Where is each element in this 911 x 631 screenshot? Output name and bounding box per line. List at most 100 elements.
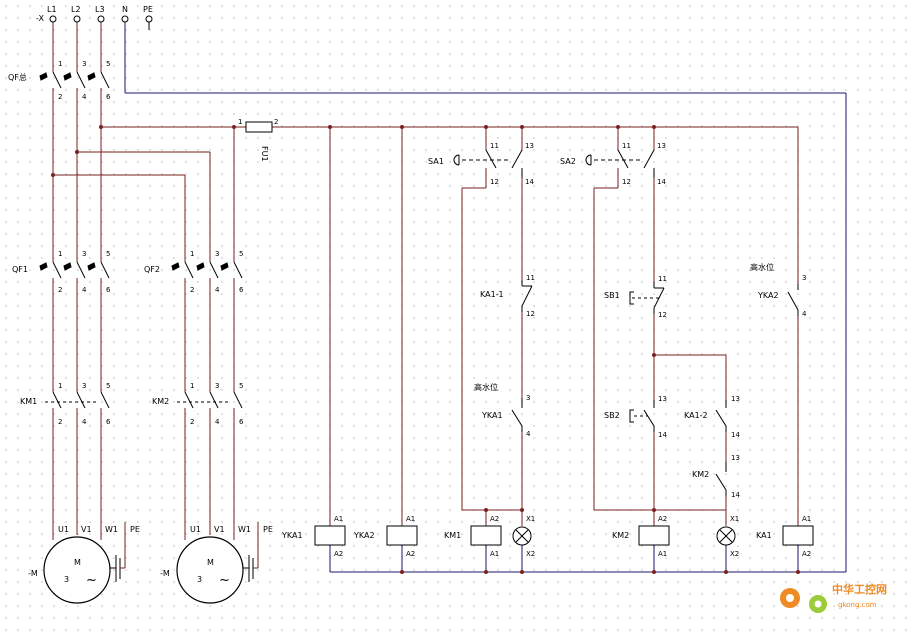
km1-pin-1: 1 <box>58 382 62 390</box>
qf2-pin-2: 2 <box>190 286 194 294</box>
qf2-label: QF2 <box>144 265 160 274</box>
motor1-u1: U1 <box>58 525 69 534</box>
km1-contactor-symbol <box>45 391 110 409</box>
ka1-2-pin-13: 13 <box>731 395 740 403</box>
junction-dots <box>51 125 800 574</box>
yka1-pin-3: 3 <box>526 394 530 402</box>
motor-1 <box>43 536 126 604</box>
sa1-selector-symbol <box>453 149 523 178</box>
coil-yka1-a2: A2 <box>334 550 343 558</box>
fuse-fu1 <box>245 121 273 133</box>
motor1-v1: V1 <box>81 525 92 534</box>
qf1-breaker-symbol <box>39 261 110 279</box>
ka1-2-contact-symbol <box>715 400 727 432</box>
ka1-1-contact-symbol <box>521 280 533 312</box>
coil-km1-a1: A1 <box>490 550 499 558</box>
terminal-n: N <box>122 5 128 14</box>
km2-pin-6: 6 <box>239 418 244 426</box>
km1-pin-3: 3 <box>82 382 86 390</box>
km2-aux-pin-13: 13 <box>731 454 740 462</box>
ka1-2-pin-14: 14 <box>731 431 740 439</box>
sa1-label: SA1 <box>428 157 444 166</box>
km2-pin-4: 4 <box>215 418 220 426</box>
watermark-cn: 中华工控网 <box>832 582 887 596</box>
terminal-l2: L2 <box>71 5 81 14</box>
coil-yka2-label: YKA2 <box>353 531 375 540</box>
sa1-pin-13: 13 <box>525 142 534 150</box>
sa2-pin-13: 13 <box>657 142 666 150</box>
km2-main-label: KM2 <box>152 397 169 406</box>
sb1-button-symbol <box>629 282 665 314</box>
km2-pin-1: 1 <box>190 382 194 390</box>
neutral-wire <box>124 22 847 573</box>
yka1-pin-4: 4 <box>526 430 531 438</box>
motor2-phase: 3 <box>197 575 202 584</box>
sa1-pin-14: 14 <box>525 178 534 186</box>
km2-aux-label: KM2 <box>692 470 709 479</box>
lamp1-x1: X1 <box>526 515 535 523</box>
sa2-pin-12: 12 <box>622 178 631 186</box>
qf-pin-2: 2 <box>58 93 62 101</box>
motor2-u1: U1 <box>190 525 201 534</box>
yka2-high-level: 高水位 <box>750 262 774 272</box>
qf2-pin-4: 4 <box>215 286 220 294</box>
motor2-tag: -M <box>160 569 170 578</box>
motor2-w1: W1 <box>238 525 251 534</box>
pilot-lamps <box>512 526 736 546</box>
motor2-m: M <box>207 558 214 567</box>
qf1-pin-5: 5 <box>106 250 110 258</box>
sa1-pin-11: 11 <box>490 142 499 150</box>
km1-pin-6: 6 <box>106 418 111 426</box>
sb1-pin-12: 12 <box>658 311 667 319</box>
motor2-pe: PE <box>263 525 273 534</box>
ka1-1-pin-11: 11 <box>526 274 535 282</box>
qf-pin-6: 6 <box>106 93 111 101</box>
km2-aux-contact-symbol <box>715 462 727 496</box>
ka1-2-label: KA1-2 <box>684 411 708 420</box>
motor1-ac: ~ <box>86 573 97 588</box>
sb1-pin-11: 11 <box>658 275 667 283</box>
coil-km1 <box>470 525 502 546</box>
terminal-pe: PE <box>143 5 153 14</box>
sb1-label: SB1 <box>604 291 620 300</box>
sb2-pin-14: 14 <box>658 431 667 439</box>
supply-terminals <box>49 15 153 30</box>
coil-km2-label: KM2 <box>612 531 629 540</box>
coil-yka2-a2: A2 <box>406 550 415 558</box>
main-breaker-symbol <box>39 71 110 89</box>
qf2-pin-5: 5 <box>239 250 243 258</box>
yka1-high-level: 高水位 <box>474 382 498 392</box>
qf2-pin-3: 3 <box>215 250 219 258</box>
km1-pin-2: 2 <box>58 418 62 426</box>
ka1-1-label: KA1-1 <box>480 290 504 299</box>
power-wires <box>52 22 799 565</box>
qf1-pin-2: 2 <box>58 286 62 294</box>
coil-ka1-label: KA1 <box>756 531 772 540</box>
yka1-contact-symbol <box>511 398 523 432</box>
supply-x-label: -X <box>36 14 44 23</box>
km2-pin-3: 3 <box>215 382 219 390</box>
coil-km1-label: KM1 <box>444 531 461 540</box>
km1-label: KM1 <box>20 397 37 406</box>
qf-pin-5: 5 <box>106 60 110 68</box>
coil-km2-a2: A2 <box>658 515 667 523</box>
motor1-pe: PE <box>130 525 140 534</box>
sb2-button-symbol <box>629 400 655 432</box>
qf1-pin-4: 4 <box>82 286 87 294</box>
km2-aux-pin-14: 14 <box>731 491 740 499</box>
sb2-pin-13: 13 <box>658 395 667 403</box>
coil-yka2-a1: A1 <box>406 515 415 523</box>
yka1-contact-label: YKA1 <box>481 411 503 420</box>
fuse-pin-1: 1 <box>238 118 242 126</box>
sa2-pin-11: 11 <box>622 142 631 150</box>
coil-km2-a1: A1 <box>658 550 667 558</box>
km1-pin-5: 5 <box>106 382 110 390</box>
qf-pin-4: 4 <box>82 93 87 101</box>
main-breaker-label: QF总 <box>8 72 27 82</box>
sa2-label: SA2 <box>560 157 576 166</box>
yka2-pin-4: 4 <box>802 310 807 318</box>
motor1-w1: W1 <box>105 525 118 534</box>
coil-km1-a2: A2 <box>490 515 499 523</box>
sb2-label: SB2 <box>604 411 620 420</box>
qf1-label: QF1 <box>12 265 28 274</box>
